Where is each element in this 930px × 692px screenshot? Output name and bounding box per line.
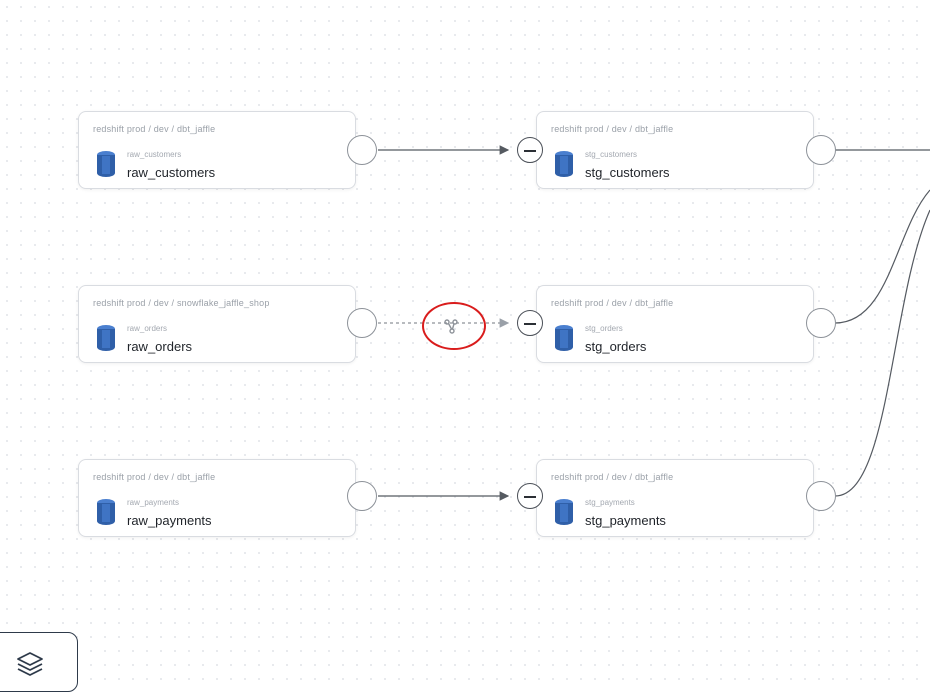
node-subtitle: raw_orders xyxy=(127,324,168,333)
node-path: redshift prod / dev / dbt_jaffle xyxy=(93,124,216,134)
node-subtitle: raw_customers xyxy=(127,150,182,159)
expand-handle-stg-orders[interactable] xyxy=(806,308,836,338)
node-name: raw_payments xyxy=(127,513,212,528)
node-raw-orders[interactable]: redshift prod / dev / snowflake_jaffle_s… xyxy=(78,285,356,363)
node-path: redshift prod / dev / dbt_jaffle xyxy=(551,472,674,482)
node-name: stg_payments xyxy=(585,513,666,528)
node-name: stg_orders xyxy=(585,339,647,354)
database-icon xyxy=(555,499,573,525)
node-stg-orders[interactable]: redshift prod / dev / dbt_jaffle stg_ord… xyxy=(536,285,814,363)
node-name: raw_customers xyxy=(127,165,216,180)
node-subtitle: stg_payments xyxy=(585,498,635,507)
collapse-upstream-stg-customers[interactable] xyxy=(517,137,543,163)
node-stg-customers[interactable]: redshift prod / dev / dbt_jaffle stg_cus… xyxy=(536,111,814,189)
expand-handle-raw-orders[interactable] xyxy=(347,308,377,338)
database-icon xyxy=(555,151,573,177)
node-path: redshift prod / dev / dbt_jaffle xyxy=(551,298,674,308)
collapse-upstream-stg-payments[interactable] xyxy=(517,483,543,509)
highlight-circle xyxy=(422,302,486,350)
layers-button[interactable] xyxy=(0,632,78,692)
expand-handle-stg-payments[interactable] xyxy=(806,481,836,511)
database-icon xyxy=(97,151,115,177)
node-raw-payments[interactable]: redshift prod / dev / dbt_jaffle raw_pay… xyxy=(78,459,356,537)
database-icon xyxy=(555,325,573,351)
expand-handle-raw-customers[interactable] xyxy=(347,135,377,165)
node-path: redshift prod / dev / snowflake_jaffle_s… xyxy=(93,298,270,308)
node-subtitle: raw_payments xyxy=(127,498,180,507)
node-name: stg_customers xyxy=(585,165,670,180)
node-subtitle: stg_customers xyxy=(585,150,638,159)
node-stg-payments[interactable]: redshift prod / dev / dbt_jaffle stg_pay… xyxy=(536,459,814,537)
node-path: redshift prod / dev / dbt_jaffle xyxy=(551,124,674,134)
node-subtitle: stg_orders xyxy=(585,324,623,333)
expand-handle-raw-payments[interactable] xyxy=(347,481,377,511)
database-icon xyxy=(97,325,115,351)
expand-handle-stg-customers[interactable] xyxy=(806,135,836,165)
layers-icon xyxy=(17,652,43,676)
node-path: redshift prod / dev / dbt_jaffle xyxy=(93,472,216,482)
node-raw-customers[interactable]: redshift prod / dev / dbt_jaffle raw_cus… xyxy=(78,111,356,189)
database-icon xyxy=(97,499,115,525)
collapse-upstream-stg-orders[interactable] xyxy=(517,310,543,336)
node-name: raw_orders xyxy=(127,339,193,354)
